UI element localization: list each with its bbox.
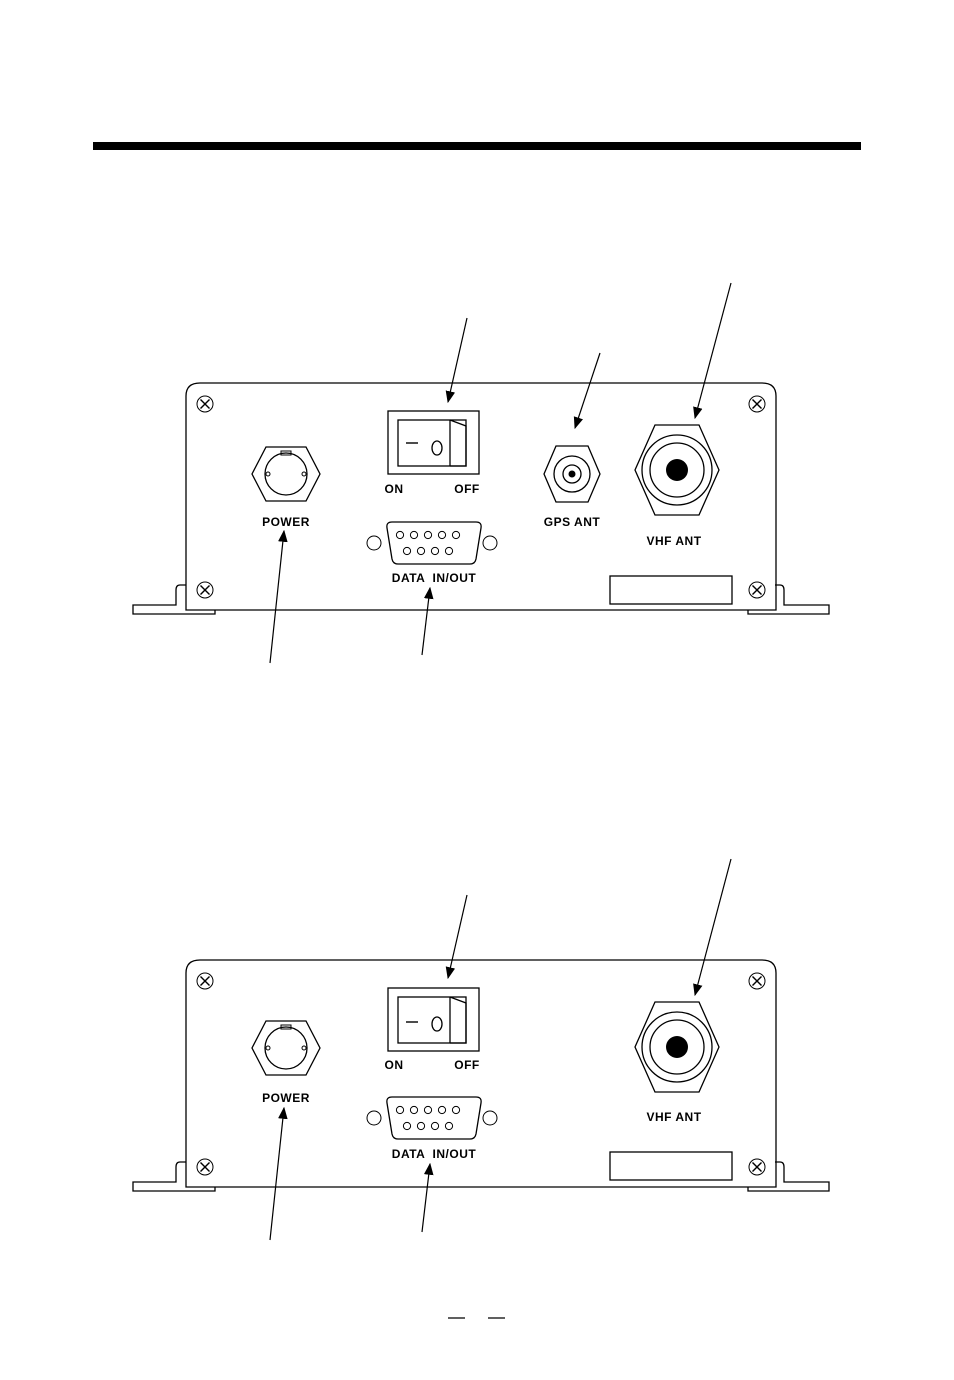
screw-icon bbox=[196, 395, 214, 413]
screw-icon bbox=[196, 1158, 214, 1176]
power-label: POWER bbox=[262, 515, 310, 529]
mounting-flange-left bbox=[132, 1161, 216, 1192]
power-leader-arrow bbox=[269, 529, 288, 664]
panel-body bbox=[185, 959, 777, 1188]
mounting-flange-right bbox=[747, 584, 830, 615]
label-plate bbox=[609, 1151, 733, 1181]
screw-icon bbox=[196, 972, 214, 990]
switch-on-label: ON bbox=[385, 1058, 404, 1072]
off-mark-icon bbox=[431, 440, 443, 456]
vhf-antenna-label: VHF ANT bbox=[646, 1110, 701, 1124]
power-connector-icon bbox=[251, 446, 321, 502]
rear-panel-b: POWER ON OFF DATA IN/OUT bbox=[132, 858, 830, 1241]
power-label: POWER bbox=[262, 1091, 310, 1105]
power-switch bbox=[387, 987, 480, 1052]
screw-icon bbox=[748, 1158, 766, 1176]
vhf-antenna-connector-icon bbox=[634, 1001, 720, 1093]
data-label: DATA IN/OUT bbox=[392, 1147, 477, 1161]
switch-on-label: ON bbox=[385, 482, 404, 496]
gps-leader-arrow bbox=[573, 352, 601, 430]
gps-antenna-label: GPS ANT bbox=[544, 515, 601, 529]
screw-icon bbox=[748, 395, 766, 413]
rear-panel-a: POWER ON OFF DATA IN/OUT bbox=[132, 282, 830, 664]
gps-antenna-connector-icon bbox=[543, 445, 601, 503]
screw-icon bbox=[748, 972, 766, 990]
screw-icon bbox=[748, 581, 766, 599]
data-leader-arrow bbox=[421, 586, 434, 656]
label-plate bbox=[609, 575, 733, 605]
switch-leader-arrow bbox=[445, 894, 468, 980]
data-connector-icon bbox=[366, 521, 498, 565]
power-leader-arrow bbox=[269, 1106, 288, 1241]
data-label: DATA IN/OUT bbox=[392, 571, 477, 585]
vhf-leader-arrow bbox=[693, 858, 732, 997]
vhf-leader-arrow bbox=[693, 282, 732, 420]
screw-icon bbox=[196, 581, 214, 599]
vhf-antenna-label: VHF ANT bbox=[646, 534, 701, 548]
power-connector-icon bbox=[251, 1020, 321, 1076]
panel-body bbox=[185, 382, 777, 611]
power-switch bbox=[387, 410, 480, 475]
switch-off-label: OFF bbox=[454, 1058, 480, 1072]
data-leader-arrow bbox=[421, 1162, 434, 1233]
mounting-flange-left bbox=[132, 584, 216, 615]
data-connector-icon bbox=[366, 1096, 498, 1140]
mounting-flange-right bbox=[747, 1161, 830, 1192]
vhf-antenna-connector-icon bbox=[634, 424, 720, 516]
header-rule bbox=[93, 142, 861, 150]
off-mark-icon bbox=[431, 1016, 443, 1032]
switch-off-label: OFF bbox=[454, 482, 480, 496]
switch-leader-arrow bbox=[445, 317, 468, 404]
